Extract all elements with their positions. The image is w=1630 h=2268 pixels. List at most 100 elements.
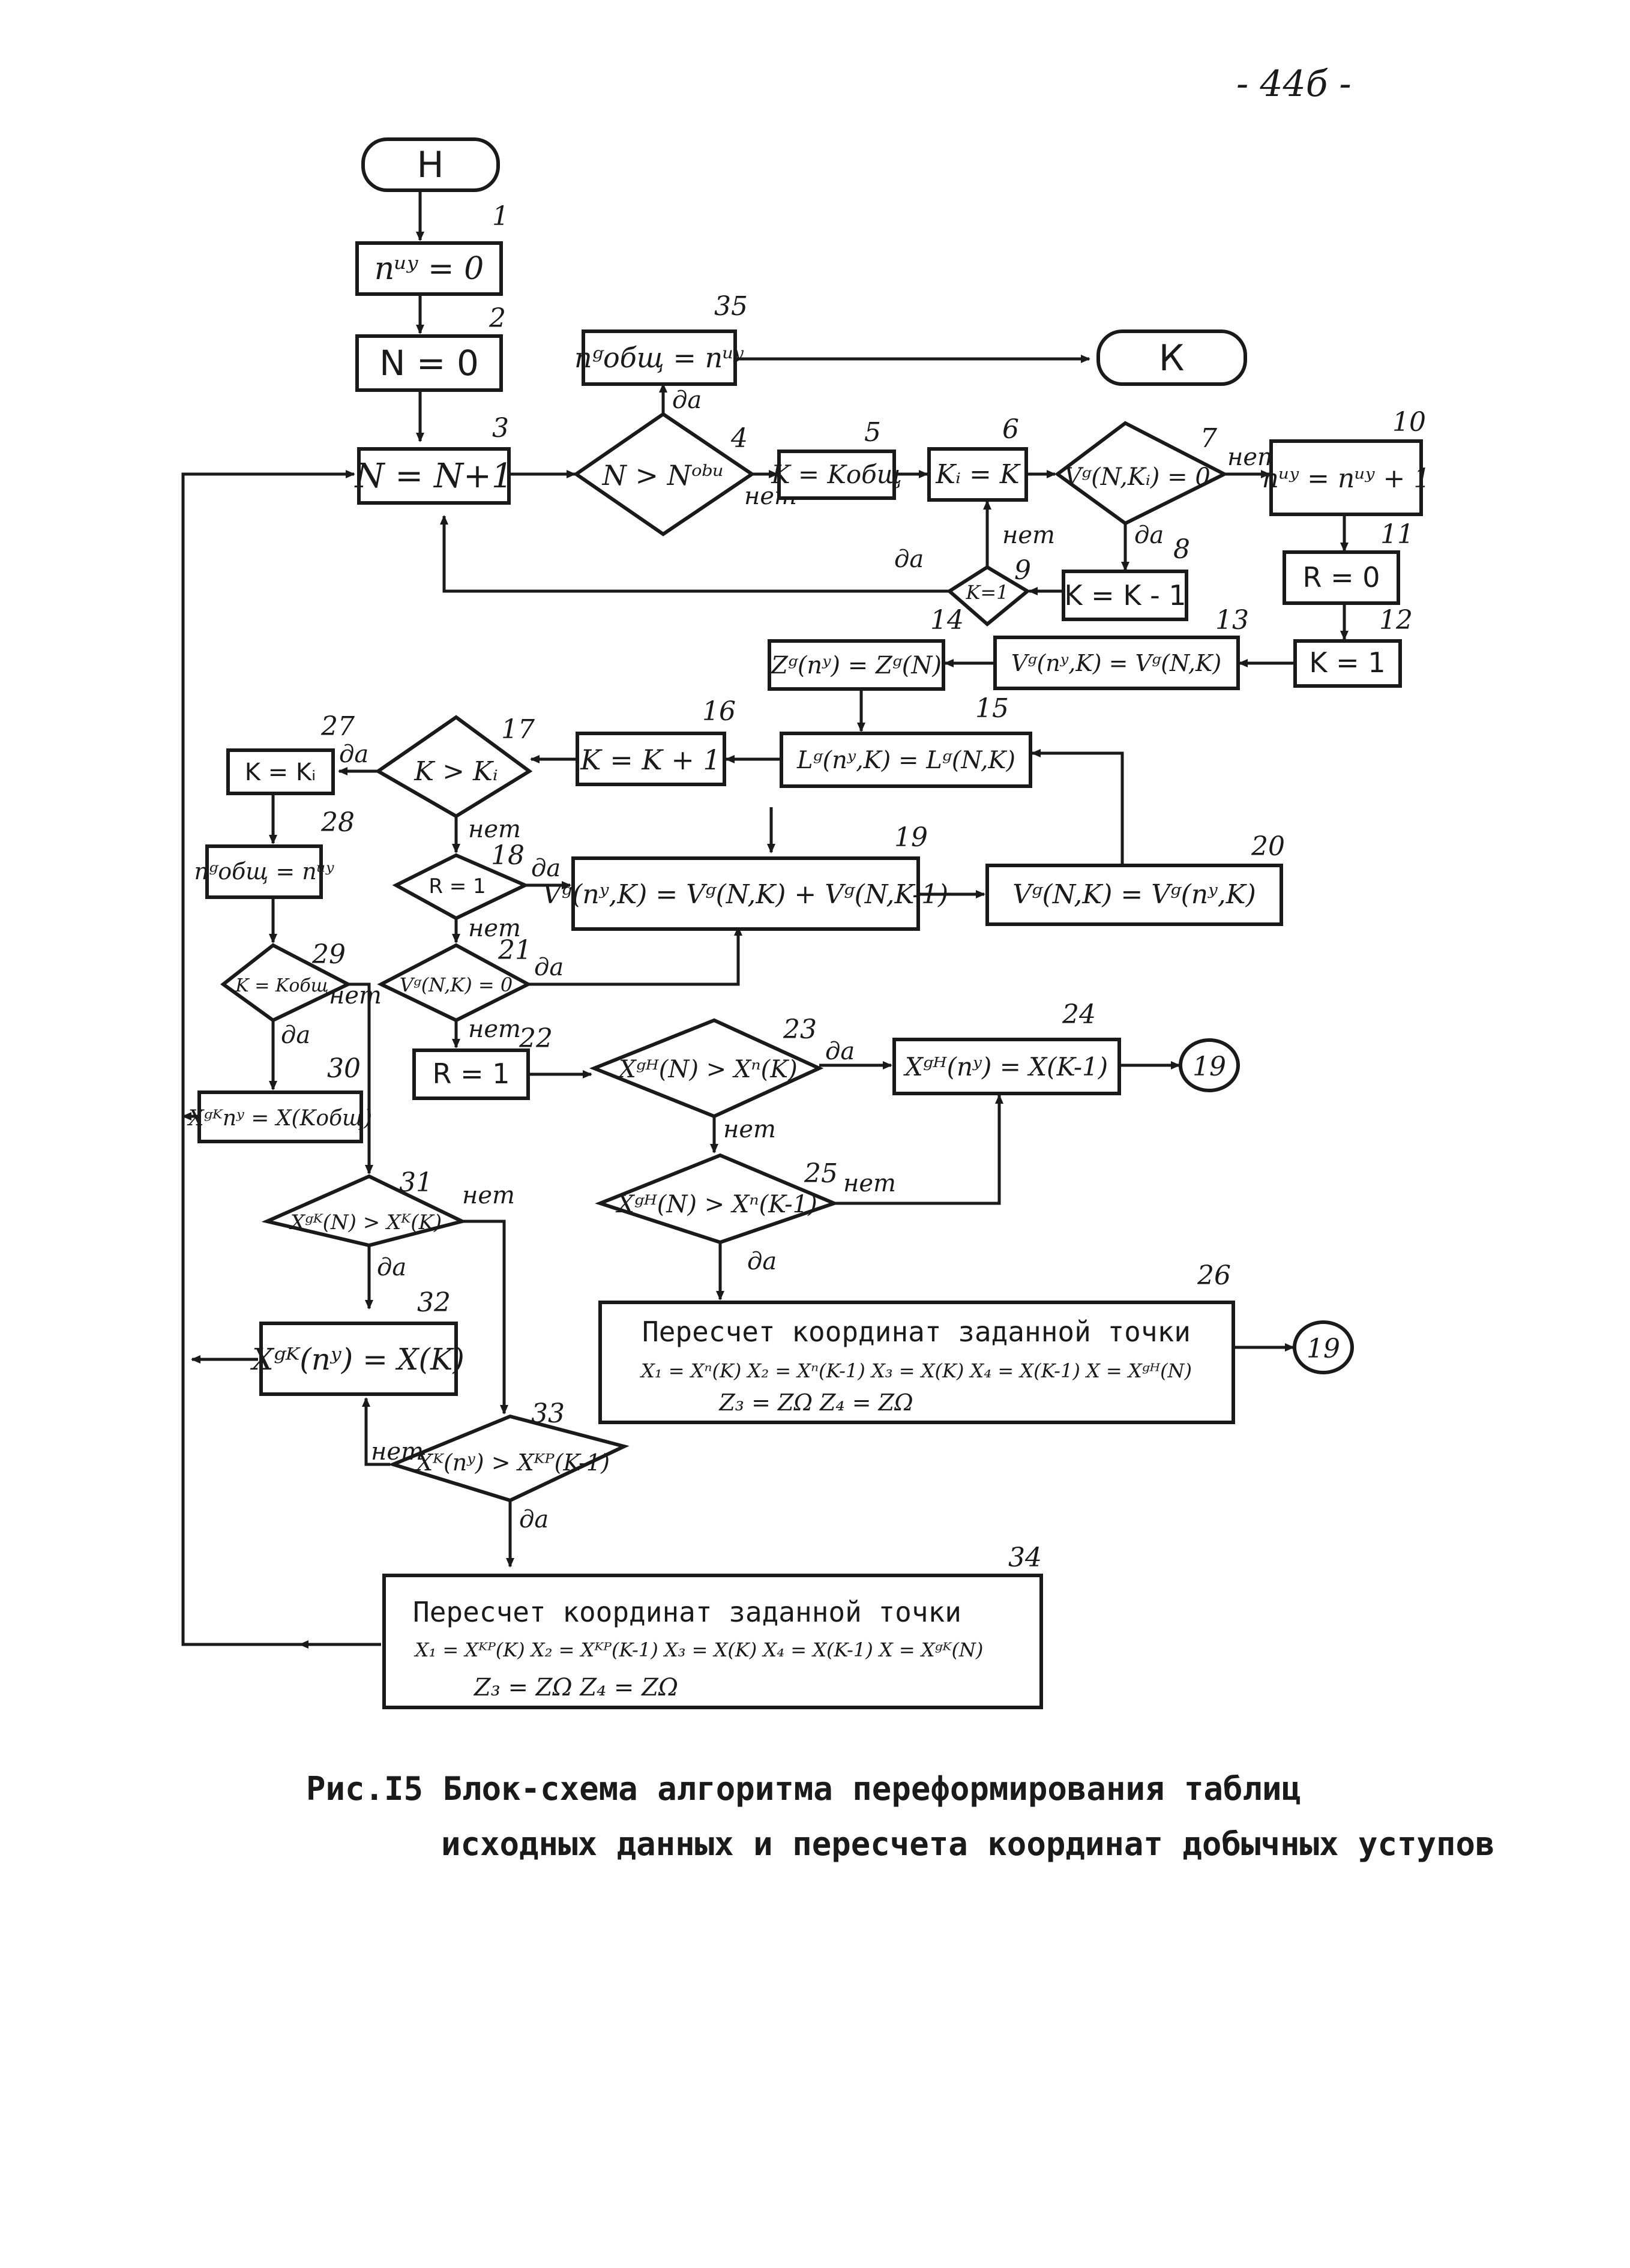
- block-3-text: N = N+1: [353, 457, 513, 496]
- block-28-text: nᵍобщ = nᵘʸ: [194, 858, 334, 885]
- decision-18: R = 1 18 да нет: [392, 840, 561, 942]
- decision-9-yes-label: да: [894, 546, 924, 573]
- block-15-text: Lᵍ(nʸ,K) = Lᵍ(N,K): [796, 747, 1015, 774]
- block-1-text: nᵘʸ = 0: [374, 251, 484, 287]
- decision-21: Vᵍ(N,K) = 0 21 да нет: [377, 935, 564, 1043]
- block-12: K = 1 12: [1293, 605, 1413, 688]
- decision-29-number: 29: [311, 939, 346, 970]
- block-19-text: Vᵍ(nʸ,K) = Vᵍ(N,K) + Vᵍ(N,K-1): [543, 879, 948, 910]
- decision-7-number: 7: [1200, 423, 1217, 454]
- decision-29-yes-label: да: [281, 1021, 310, 1049]
- block-10-number: 10: [1392, 407, 1426, 438]
- block-34-number: 34: [1008, 1542, 1042, 1573]
- block-13-number: 13: [1215, 605, 1249, 636]
- block-11: R = 0 11: [1283, 519, 1414, 605]
- block-26-title: Пересчет координат заданной точки: [642, 1316, 1191, 1348]
- decision-4-number: 4: [730, 423, 748, 454]
- block-13-text: Vᵍ(nʸ,K) = Vᵍ(N,K): [1011, 650, 1221, 676]
- decision-9-no-label: нет: [1002, 522, 1055, 549]
- decision-18-yes-label: да: [531, 855, 561, 882]
- start-terminal: Н: [361, 137, 500, 192]
- decision-9: K=1 9 да нет: [894, 522, 1055, 627]
- decision-25-number: 25: [804, 1158, 838, 1189]
- decision-33-yes-label: да: [519, 1506, 549, 1533]
- block-6: Kᵢ = K 6: [927, 414, 1028, 502]
- decision-29: K = Kобщ 29 нет да: [220, 939, 382, 1049]
- block-32-text: Xᵍᴷ(nʸ) = X(K): [250, 1342, 465, 1377]
- decision-17-no-label: нет: [468, 816, 521, 843]
- decision-7-text: Vᵍ(N,Kᵢ) = 0: [1064, 463, 1210, 491]
- connector-19-bottom-label: 19: [1307, 1334, 1340, 1364]
- block-27-text: K = Kᵢ: [245, 759, 316, 786]
- decision-23-yes-label: да: [825, 1038, 855, 1065]
- block-15-number: 15: [975, 693, 1009, 724]
- block-32: Xᵍᴷ(nʸ) = X(K) 32: [250, 1287, 465, 1396]
- start-label: Н: [417, 144, 444, 186]
- block-5-text: K = Kобщ: [771, 460, 902, 489]
- decision-25-text: Xᵍᴴ(N) > Xⁿ(K-1): [615, 1191, 817, 1218]
- block-30-number: 30: [327, 1053, 361, 1084]
- block-19-number: 19: [894, 822, 928, 853]
- block-10-text: nᵘʸ = nᵘʸ + 1: [1262, 463, 1431, 494]
- page-number: - 44б -: [1236, 63, 1352, 105]
- decision-33-text: Xᴷ(nʸ) > Xᴷᴾ(K-1): [415, 1449, 610, 1476]
- block-34-line2: X₁ = Xᴷᴾ(K) X₂ = Xᴷᴾ(K-1) X₃ = X(K) X₄ =…: [414, 1638, 984, 1661]
- decision-18-number: 18: [491, 840, 525, 871]
- decision-23-text: Xᵍᴴ(N) > Xⁿ(K): [617, 1056, 797, 1083]
- decision-4-text: N > Nᵒᵇᵘ: [602, 459, 724, 492]
- end-terminal: К: [1096, 329, 1247, 386]
- block-14-number: 14: [930, 605, 964, 636]
- decision-31-number: 31: [399, 1167, 433, 1198]
- block-27-number: 27: [320, 711, 355, 742]
- decision-31-text: Xᵍᴷ(N) > Xᴷ(K): [289, 1211, 442, 1235]
- block-26-number: 26: [1197, 1260, 1231, 1291]
- decision-17: K > Kᵢ 17 да нет: [339, 714, 535, 843]
- connector-19-bottom: 19: [1293, 1320, 1354, 1374]
- block-28: nᵍобщ = nᵘʸ 28: [194, 807, 355, 899]
- block-26-line3: Z₃ = ZΩ Z₄ = ZΩ: [718, 1389, 913, 1416]
- decision-9-number: 9: [1014, 555, 1031, 586]
- decision-21-no-label: нет: [468, 1015, 521, 1043]
- connector-19-top: 19: [1179, 1038, 1240, 1092]
- block-14: Zᵍ(nʸ) = Zᵍ(N) 14: [768, 605, 964, 691]
- block-24-number: 24: [1062, 999, 1096, 1030]
- block-11-number: 11: [1380, 519, 1414, 550]
- block-20-number: 20: [1251, 831, 1285, 862]
- block-2-text: N = 0: [379, 343, 479, 384]
- block-2-number: 2: [489, 303, 506, 334]
- block-8-text: K = K - 1: [1064, 579, 1186, 612]
- block-24: Xᵍᴴ(nʸ) = X(K-1) 24: [892, 999, 1121, 1095]
- decision-9-text: K=1: [965, 581, 1008, 604]
- block-1: nᵘʸ = 0 1: [355, 201, 509, 296]
- block-28-number: 28: [320, 807, 355, 838]
- block-34: Пересчет координат заданной точки X₁ = X…: [382, 1542, 1043, 1709]
- block-22-text: R = 1: [432, 1057, 510, 1090]
- decision-18-no-label: нет: [468, 915, 521, 942]
- block-14-text: Zᵍ(nʸ) = Zᵍ(N): [770, 652, 942, 679]
- decision-7-yes-label: да: [1134, 522, 1164, 549]
- decision-4-yes-label: да: [672, 387, 702, 414]
- block-20-text: Vᵍ(N,K) = Vᵍ(nʸ,K): [1012, 879, 1256, 910]
- block-10: nᵘʸ = nᵘʸ + 1 10: [1262, 407, 1431, 516]
- connector-19-top-label: 19: [1192, 1051, 1226, 1082]
- block-6-number: 6: [1002, 414, 1019, 445]
- block-5: K = Kобщ 5: [771, 417, 902, 500]
- caption-line-1: Рис.I5 Блок-схема алгоритма переформиров…: [306, 1770, 1302, 1808]
- block-16-text: K = K + 1: [580, 744, 721, 776]
- block-20: Vᵍ(N,K) = Vᵍ(nʸ,K) 20: [985, 831, 1285, 926]
- block-27: K = Kᵢ 27: [226, 711, 355, 795]
- block-35: nᵍобщ = nᵘʸ 35: [574, 291, 748, 386]
- decision-25-no-label: нет: [843, 1170, 896, 1197]
- block-34-line3: Z₃ = ZΩ Z₄ = ZΩ: [473, 1674, 678, 1701]
- decision-17-yes-label: да: [339, 741, 368, 768]
- flow-lines: [181, 191, 1349, 1649]
- block-16-number: 16: [702, 696, 736, 727]
- block-32-number: 32: [417, 1287, 451, 1318]
- block-3: N = N+1 3: [353, 413, 513, 505]
- block-6-text: Kᵢ = K: [935, 459, 1021, 490]
- decision-17-text: K > Kᵢ: [414, 756, 498, 787]
- block-35-text: nᵍобщ = nᵘʸ: [574, 341, 744, 374]
- decision-25: Xᵍᴴ(N) > Xⁿ(K-1) 25 нет да: [595, 1153, 896, 1275]
- flowchart: Н nᵘʸ = 0 1 N = 0 2 N = N+1 3 nᵍобщ = nᵘ…: [181, 137, 1431, 1709]
